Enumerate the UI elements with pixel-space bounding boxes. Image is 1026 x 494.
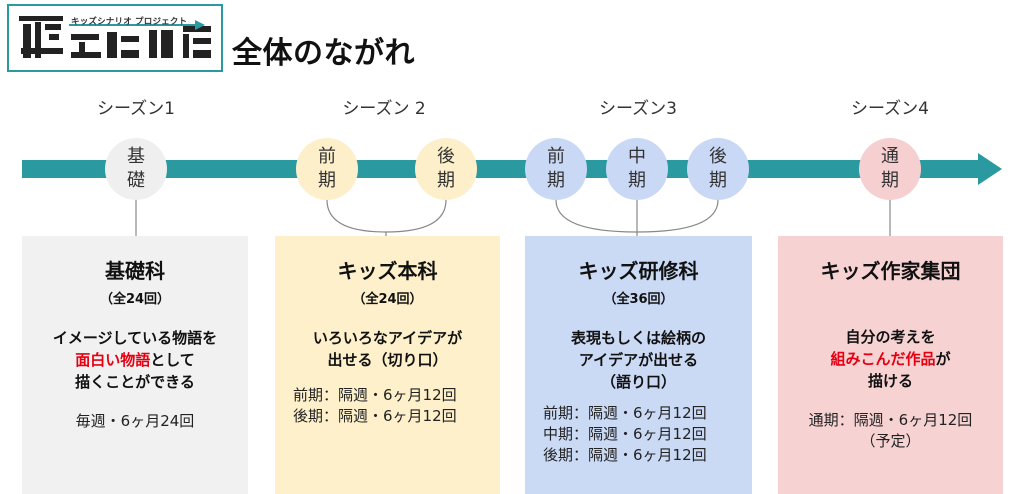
term-circle-s2-kouki: 後 期 [415,138,477,200]
card-subtitle: （全36回） [603,292,674,307]
card-subtitle: （全24回） [99,292,171,307]
desc-line: （語り口） [600,373,676,391]
logo: キッズシナリオ プロジェクト [7,4,223,72]
desc-line: 面白い物語として [22,349,248,371]
desc-line: イメージしている物語を [52,329,218,347]
schedule-line: （予定） [860,432,921,450]
term-circle-kiso: 基 礎 [105,138,167,200]
card-title: キッズ本科 [337,259,438,283]
desc-line: 出せる（切り口） [327,351,448,369]
desc-line: 表現もしくは絵柄の [570,329,706,347]
schedule-line: 通期：隔週・6ヶ月12回 [808,411,973,429]
card-schedule: 前期：隔週・6ヶ月12回 中期：隔週・6ヶ月12回 後期：隔週・6ヶ月12回 [525,403,752,466]
card-title: 基礎科 [105,259,165,283]
schedule-line: 毎週・6ヶ月24回 [75,412,195,430]
schedule-line: 後期：隔週・6ヶ月12回 [293,407,457,425]
connector-season-3 [555,199,719,236]
desc-line: 組みこんだ作品が [778,348,1003,370]
card-schedule: 前期：隔週・6ヶ月12回 後期：隔週・6ヶ月12回 [275,385,500,427]
card-description: いろいろなアイデアが 出せる（切り口） [275,327,500,371]
term-circle-s3-zenki: 前 期 [525,138,587,200]
card-description: イメージしている物語を 面白い物語として 描くことができる [22,327,248,393]
schedule-line: 前期：隔週・6ヶ月12回 [543,404,707,422]
card-description: 表現もしくは絵柄の アイデアが出せる （語り口） [525,327,752,393]
season-label-2: シーズン 2 [342,99,426,119]
term-circle-s3-chuki: 中 期 [606,138,668,200]
desc-line: いろいろなアイデアが [312,329,463,347]
logo-graphic [19,16,211,58]
logo-tagline: キッズシナリオ プロジェクト [71,17,188,27]
desc-line: 描ける [867,372,913,390]
desc-line-rest: として [150,351,195,369]
desc-line: アイデアが出せる [578,351,699,369]
course-card-honka: キッズ本科 （全24回） いろいろなアイデアが 出せる（切り口） 前期：隔週・6… [275,236,500,494]
term-circle-s3-kouki: 後 期 [687,138,749,200]
card-title: キッズ研修科 [578,259,699,283]
course-card-sakka-shudan: キッズ作家集団 自分の考えを 組みこんだ作品が 描ける 通期：隔週・6ヶ月12回… [778,236,1003,494]
desc-line-rest: が [935,350,951,368]
card-description: 自分の考えを 組みこんだ作品が 描ける [778,326,1003,392]
connector-season-2 [326,199,447,236]
page-title: 全体のながれ [232,36,415,71]
term-circle-s2-zenki: 前 期 [296,138,358,200]
schedule-line: 中期：隔週・6ヶ月12回 [543,425,707,443]
card-title: キッズ作家集団 [820,259,961,283]
season-label-3: シーズン3 [599,99,677,119]
desc-highlight: 面白い物語 [75,351,151,369]
card-subtitle: （全24回） [352,292,423,307]
desc-line: 自分の考えを [845,328,936,346]
schedule-line: 後期：隔週・6ヶ月12回 [543,446,707,464]
card-schedule: 毎週・6ヶ月24回 [22,411,248,432]
desc-line: 描くことができる [75,373,195,391]
season-label-1: シーズン1 [97,99,175,119]
card-schedule: 通期：隔週・6ヶ月12回 （予定） [778,410,1003,452]
term-circle-s4-tsuki: 通 期 [859,138,921,200]
schedule-line: 前期：隔週・6ヶ月12回 [293,386,457,404]
course-card-kenshuka: キッズ研修科 （全36回） 表現もしくは絵柄の アイデアが出せる （語り口） 前… [525,236,752,494]
season-label-4: シーズン4 [851,99,929,119]
course-card-kiso: 基礎科 （全24回） イメージしている物語を 面白い物語として 描くことができる… [22,236,248,494]
timeline-arrow-icon [978,153,1002,185]
desc-highlight: 組みこんだ作品 [830,350,936,368]
